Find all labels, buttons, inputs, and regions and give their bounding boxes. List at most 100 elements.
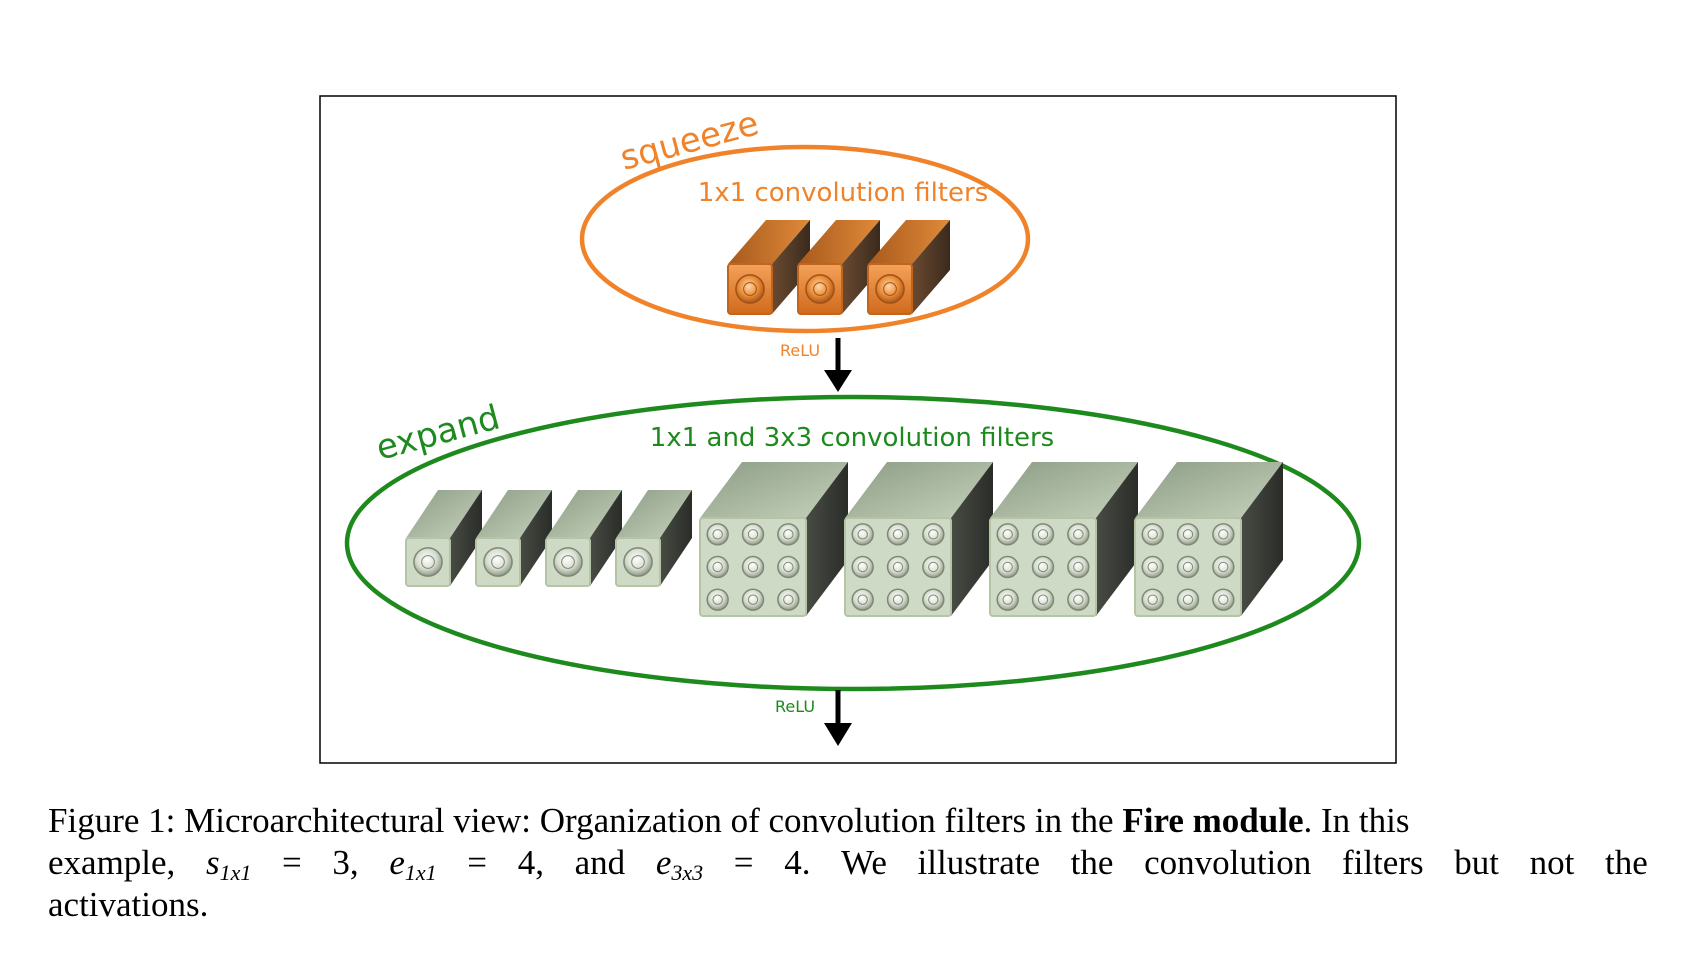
caption-word: but bbox=[1454, 843, 1499, 882]
expand-filter-1x1-top-face bbox=[476, 490, 552, 538]
knob-inner-ring bbox=[491, 555, 505, 569]
knob-inner-ring bbox=[1037, 529, 1049, 540]
squeeze-filter-1x1-top-face bbox=[798, 220, 880, 264]
knob-icon bbox=[996, 523, 1019, 546]
caption-word: filters bbox=[1341, 843, 1424, 882]
knob-icon bbox=[777, 588, 800, 611]
squeeze-filter-1x1-side-face bbox=[912, 220, 950, 314]
knob-inner-ring bbox=[783, 529, 794, 540]
caption-word: We bbox=[841, 843, 887, 882]
caption-word: the bbox=[1605, 843, 1648, 882]
caption-text-1: Microarchitectural view: Organization of… bbox=[184, 801, 1114, 840]
expand-filter-1x1 bbox=[615, 490, 692, 587]
expand-filter-1x1-side-face bbox=[520, 490, 552, 586]
knob-icon bbox=[996, 555, 1019, 579]
caption-math-e3x3: e3x3 bbox=[655, 843, 704, 885]
knob-icon bbox=[483, 547, 513, 577]
figure-caption: Figure 1: Microarchitectural view: Organ… bbox=[48, 800, 1648, 926]
relu-arrow-top: ReLU bbox=[780, 338, 852, 392]
knob-icon bbox=[922, 523, 945, 546]
caption-word: illustrate bbox=[917, 843, 1040, 882]
knob-icon bbox=[741, 588, 765, 611]
caption-line-2: example, s1x1 = 3, e1x1 = 4, and e3x3 = … bbox=[48, 842, 1648, 884]
knob-inner-ring bbox=[1182, 594, 1194, 605]
caption-word: example, bbox=[48, 843, 176, 882]
caption-value: 4, bbox=[517, 843, 544, 882]
knob-icon bbox=[1031, 588, 1055, 611]
knob-inner-ring bbox=[928, 594, 939, 605]
squeeze-filter-1x1-top-face bbox=[728, 220, 810, 264]
knob-icon bbox=[706, 555, 729, 579]
squeeze-filter-1x1-top-face bbox=[868, 220, 950, 264]
knob-inner-ring bbox=[783, 594, 794, 605]
caption-eq: = bbox=[467, 843, 488, 882]
arrow-head-top bbox=[824, 370, 852, 392]
expand-filter-1x1-top-face bbox=[406, 490, 482, 538]
knob-icon bbox=[553, 547, 583, 577]
knob-inner-ring bbox=[928, 561, 939, 573]
expand-filter-3x3-top-face bbox=[1135, 462, 1283, 518]
caption-value: 4. bbox=[784, 843, 811, 882]
knob-icon bbox=[1176, 555, 1200, 579]
expand-filter-3x3 bbox=[844, 462, 993, 617]
knob-icon bbox=[1031, 555, 1055, 579]
knob-inner-ring bbox=[1218, 529, 1229, 540]
expand-filter-1x1-side-face bbox=[590, 490, 622, 586]
expand-ellipse bbox=[344, 394, 1362, 692]
caption-prefix: Figure 1: bbox=[48, 801, 176, 840]
knob-icon bbox=[1141, 555, 1164, 579]
expand-filter-3x3-top-face bbox=[990, 462, 1138, 518]
squeeze-filter-1x1 bbox=[727, 220, 810, 315]
knob-inner-ring bbox=[712, 561, 723, 573]
knob-inner-ring bbox=[1073, 561, 1084, 573]
relu-arrow-bottom: ReLU bbox=[775, 690, 852, 746]
expand-filter-3x3 bbox=[699, 462, 848, 617]
knob-inner-ring bbox=[892, 594, 904, 605]
caption-word: the bbox=[1070, 843, 1114, 882]
knob-inner-ring bbox=[1182, 561, 1194, 573]
knob-icon bbox=[1212, 555, 1235, 579]
knob-inner-ring bbox=[743, 282, 757, 296]
knob-inner-ring bbox=[712, 594, 723, 605]
squeeze-filter-1x1 bbox=[797, 220, 880, 315]
knob-icon bbox=[851, 588, 874, 611]
knob-inner-ring bbox=[1147, 594, 1158, 605]
expand-filters bbox=[405, 462, 1283, 617]
caption-text-2: . In this bbox=[1303, 801, 1410, 840]
knob-inner-ring bbox=[813, 282, 827, 296]
caption-bold-term: Fire module bbox=[1122, 801, 1304, 840]
knob-icon bbox=[886, 523, 910, 546]
knob-inner-ring bbox=[1147, 529, 1158, 540]
knob-inner-ring bbox=[1147, 561, 1158, 573]
expand-filter-1x1-top-face bbox=[616, 490, 692, 538]
expand-group: expand 1x1 and 3x3 convolution filters bbox=[344, 394, 1362, 692]
knob-inner-ring bbox=[1002, 594, 1013, 605]
knob-icon bbox=[1067, 555, 1090, 579]
squeeze-group: squeeze 1x1 convolution filters bbox=[579, 103, 1031, 334]
knob-inner-ring bbox=[928, 529, 939, 540]
knob-icon bbox=[886, 555, 910, 579]
knob-icon bbox=[1067, 588, 1090, 611]
squeeze-subtitle: 1x1 convolution filters bbox=[698, 178, 989, 208]
relu-bottom-label: ReLU bbox=[775, 697, 815, 716]
expand-filter-3x3-side-face bbox=[806, 462, 848, 616]
knob-icon bbox=[1067, 523, 1090, 546]
squeeze-filters bbox=[727, 220, 950, 315]
knob-inner-ring bbox=[712, 529, 723, 540]
knob-inner-ring bbox=[1073, 594, 1084, 605]
expand-filter-3x3-top-face bbox=[700, 462, 848, 518]
knob-icon bbox=[922, 555, 945, 579]
knob-inner-ring bbox=[631, 555, 645, 569]
knob-inner-ring bbox=[747, 529, 759, 540]
expand-filter-3x3-side-face bbox=[1096, 462, 1138, 616]
fire-module-diagram: squeeze 1x1 convolution filters ReLU exp… bbox=[319, 95, 1397, 764]
expand-filter-3x3 bbox=[1134, 462, 1283, 617]
knob-icon bbox=[1212, 588, 1235, 611]
caption-eq: = bbox=[733, 843, 754, 882]
knob-icon bbox=[706, 523, 729, 546]
caption-word: and bbox=[574, 843, 626, 882]
expand-filter-1x1 bbox=[405, 490, 482, 587]
knob-icon bbox=[922, 588, 945, 611]
knob-inner-ring bbox=[1182, 529, 1194, 540]
knob-icon bbox=[777, 555, 800, 579]
